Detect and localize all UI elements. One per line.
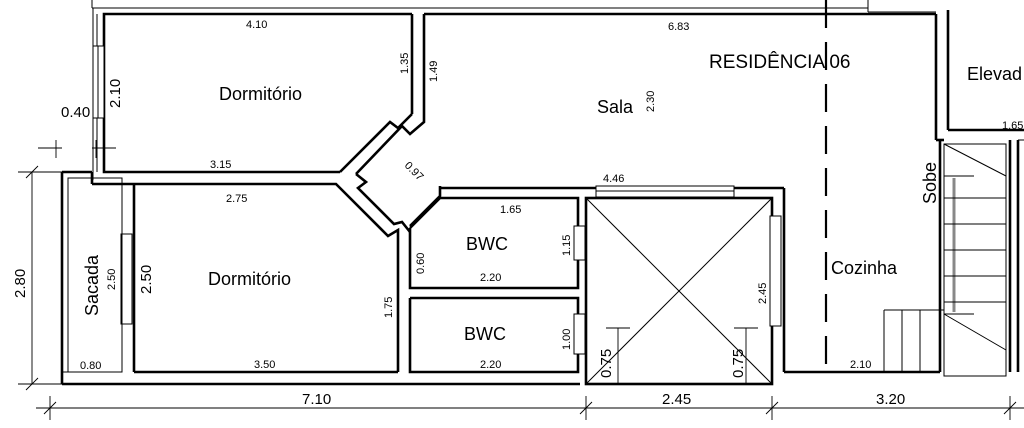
title: RESIDÊNCIA 06 (709, 51, 851, 73)
dim-0-40: 0.40 (61, 104, 90, 121)
dim-2-80: 2.80 (12, 269, 29, 298)
dim-2-10-cozinha: 2.10 (850, 359, 871, 371)
room-label-bwc-bottom: BWC (464, 324, 506, 344)
dim-3-20: 3.20 (876, 391, 905, 408)
window-bwc-top (573, 225, 586, 261)
dim-6-83: 6.83 (668, 21, 689, 33)
room-label-elevador: Elevad (967, 64, 1022, 84)
dim-1-65-elev: 1.65 (1002, 120, 1023, 132)
room-label-sacada: Sacada (82, 254, 102, 316)
top-boundary (91, 0, 936, 13)
dim-7-10: 7.10 (302, 391, 331, 408)
room-label-dormitorio-top: Dormitório (219, 84, 302, 104)
dim-0-97: 0.97 (402, 160, 426, 184)
dormitorio-bottom-walls (60, 170, 580, 386)
dim-2-50-sacada: 2.50 (106, 269, 118, 290)
sala-walls (355, 12, 944, 372)
window-dormitorio-bottom (120, 233, 133, 325)
dim-0-75-right: 0.75 (730, 349, 747, 378)
dim-1-49: 1.49 (428, 61, 440, 82)
dim-2-30: 2.30 (645, 91, 657, 112)
bwc-bottom-walls (408, 296, 580, 374)
sacada-walls (62, 177, 123, 373)
dim-4-46: 4.46 (603, 173, 624, 185)
dim-2-45-bottom: 2.45 (662, 391, 691, 408)
dim-1-75: 1.75 (383, 297, 395, 318)
shaft-inner-dims (606, 327, 758, 384)
dim-2-75: 2.75 (226, 193, 247, 205)
cozinha-walls (784, 10, 1024, 374)
dim-0-60: 0.60 (415, 253, 427, 274)
dim-0-75-left: 0.75 (598, 349, 615, 378)
room-label-cozinha: Cozinha (831, 258, 898, 278)
room-label-sala: Sala (597, 97, 634, 117)
dim-1-65: 1.65 (500, 204, 521, 216)
dim-2-20-bottom: 2.20 (480, 359, 501, 371)
window-bwc-bottom (573, 313, 586, 355)
dim-3-50: 3.50 (254, 359, 275, 371)
dim-bottom-line (36, 396, 1024, 420)
dim-040-marks (38, 140, 116, 158)
dim-3-15: 3.15 (210, 159, 231, 171)
dim-280-line (18, 165, 62, 391)
room-label-sobe: Sobe (920, 162, 940, 204)
staircase (883, 143, 1007, 377)
room-label-dormitorio-bottom: Dormitório (208, 269, 291, 289)
room-label-bwc-top: BWC (466, 234, 508, 254)
dim-1-35: 1.35 (399, 53, 411, 74)
dim-2-45-shaft: 2.45 (757, 283, 769, 304)
dim-2-50-dorm: 2.50 (138, 265, 155, 294)
dim-0-80: 0.80 (80, 360, 101, 372)
dim-2-20-top: 2.20 (480, 272, 501, 284)
dim-2-10-dorm: 2.10 (107, 79, 124, 108)
dim-1-00: 1.00 (561, 329, 573, 350)
dim-4-10: 4.10 (246, 19, 267, 31)
dim-1-15: 1.15 (561, 235, 573, 256)
window-shaft (769, 215, 782, 327)
